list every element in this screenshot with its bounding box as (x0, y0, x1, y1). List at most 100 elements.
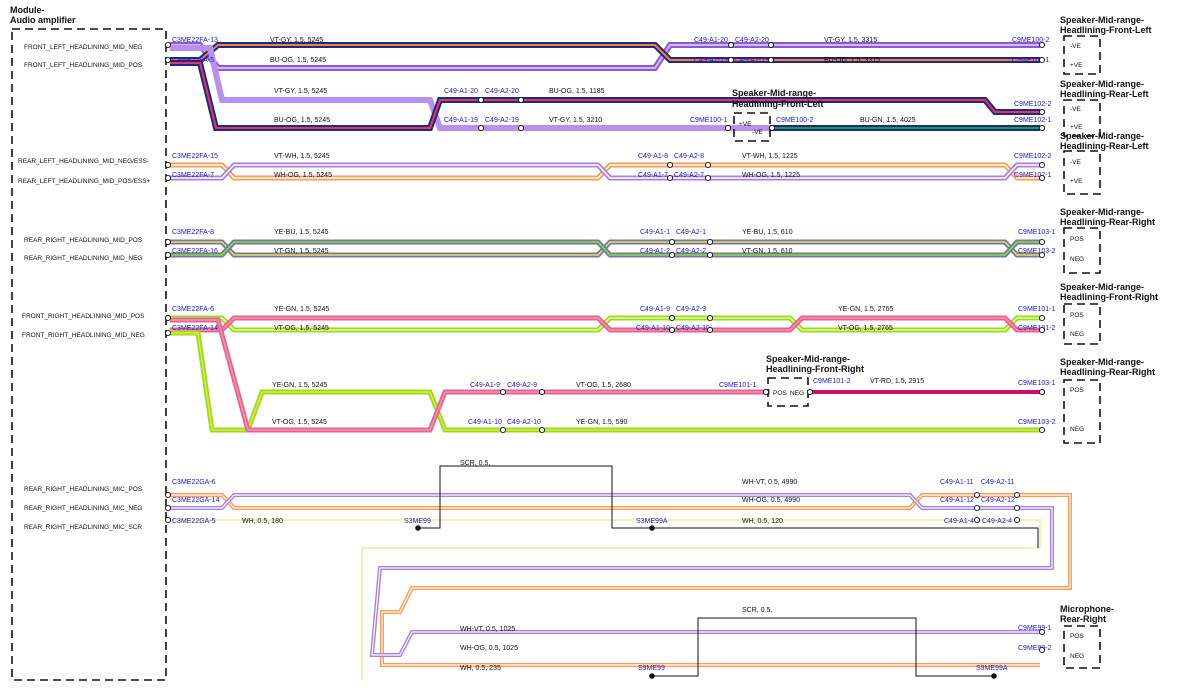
connector-label[interactable]: C49-A2-10 (676, 325, 710, 332)
connector-label[interactable]: C3ME22GA-14 (172, 497, 220, 504)
wire-vt-og-to-inline[interactable] (170, 317, 770, 433)
connector-label[interactable]: C49-A1-19 (444, 117, 478, 124)
connector-label[interactable]: C49-A1-19 (694, 57, 728, 64)
connector-label[interactable]: C49-A1-9 (470, 382, 500, 389)
device-pin: NEG (790, 390, 804, 397)
connector-label[interactable]: C49-A2-11 (981, 479, 1014, 486)
connector-label[interactable]: C49-A1-12 (940, 497, 974, 504)
connector-label[interactable]: C49-A2-20 (485, 88, 519, 95)
wire-label: VT-GN, 1.5, 610 (742, 248, 793, 255)
connector-label[interactable]: C3ME22FA-13 (172, 37, 218, 44)
wire-wh-vt-mic[interactable] (170, 493, 1072, 667)
connector-label[interactable]: C9ME101-2 (1018, 325, 1055, 332)
connector-label[interactable]: C49-A2-1 (676, 229, 706, 236)
connector-label[interactable]: C3ME22FA-14 (172, 325, 218, 332)
module-pin-label: REAR_RIGHT_HEADLINING_MID_POS (24, 237, 143, 244)
connector-label[interactable]: C9ME103-1 (1018, 380, 1055, 387)
device-title-line2: Headlining-Rear-Right (1060, 367, 1155, 377)
connector-label[interactable]: C3ME22FA-8 (172, 229, 214, 236)
connector-label[interactable]: C9ME103-2 (1018, 248, 1055, 255)
connector-label[interactable]: C49-A2-10 (507, 419, 541, 426)
connector-label[interactable]: C3ME22GA-5 (172, 518, 216, 525)
connector-label[interactable]: C9ME101-2 (813, 378, 850, 385)
device-title-line1: Speaker-Mid-range- (1060, 79, 1144, 89)
wire-label: SCR, 0.5, (460, 460, 490, 467)
connector-label[interactable]: C49-A2-4 (982, 518, 1012, 525)
connector-label[interactable]: C3ME22FA-15 (172, 153, 218, 160)
connector-label[interactable]: C3ME22FA-6 (172, 306, 214, 313)
module-pin-label: REAR_RIGHT_HEADLINING_MID_NEG (24, 255, 142, 262)
connector-label[interactable]: C49-A1-4 (944, 518, 974, 525)
connector-label[interactable]: C9ME100-2 (1012, 37, 1049, 44)
connector-label[interactable]: C9ME102-1 (1014, 172, 1051, 179)
connector-label[interactable]: C9ME102-1 (1014, 117, 1051, 124)
connector-label[interactable]: C49-A2-7 (674, 172, 704, 179)
connector-label[interactable]: C49-A1-10 (468, 419, 502, 426)
connector-label[interactable]: C9ME102-2 (1014, 101, 1051, 108)
connector-label[interactable]: C9ME99-2 (1018, 645, 1052, 652)
wire-scr-mic[interactable] (418, 465, 1039, 677)
wire-ye-gn-to-inline[interactable] (170, 330, 1040, 433)
wire-wh-og-mic[interactable] (170, 493, 1054, 657)
connector-label[interactable]: C49-A1-11 (940, 479, 973, 486)
wire-bu-og-to-rear-left[interactable] (170, 60, 1040, 131)
wire-label: WH-OG, 1.5, 5245 (274, 172, 332, 179)
device-front-left: Speaker-Mid-range- Headlining-Front-Left… (1060, 15, 1152, 75)
wire-label: WH-OG, 0.5, 1025 (460, 645, 518, 652)
device-title-line1: Speaker-Mid-range- (1060, 15, 1144, 25)
connector-labels: C3ME22FA-13 C3ME22FA-5 C49-A1-20 C49-A2-… (172, 37, 1055, 672)
connector-label[interactable]: C9ME99-1 (1018, 625, 1052, 632)
module-pin-label: REAR_RIGHT_HEADLINING_MIC_NEG (24, 505, 142, 512)
connector-label[interactable]: C3ME22FA-5 (172, 57, 214, 64)
connector-label[interactable]: C49-A1-8 (638, 153, 668, 160)
connector-label[interactable]: S9ME99A (976, 665, 1008, 672)
connector-label[interactable]: C9ME100-2 (776, 117, 813, 124)
connector-label[interactable]: C49-A2-19 (485, 117, 519, 124)
connector-label[interactable]: C49-A2-9 (676, 306, 706, 313)
wire-vt-gy-front-left-2[interactable] (170, 45, 1040, 131)
connector-label[interactable]: C49-A2-9 (507, 382, 537, 389)
connector-label[interactable]: C9ME102-2 (1014, 153, 1051, 160)
connector-label[interactable]: C49-A1-20 (444, 88, 478, 95)
connector-label[interactable]: C9ME100-1 (1012, 57, 1049, 64)
connector-label[interactable]: C49-A1-10 (636, 325, 670, 332)
connector-label[interactable]: C9ME101-1 (719, 382, 756, 389)
connector-label[interactable]: C49-A2-2 (676, 248, 706, 255)
device-pin: +VE (739, 121, 752, 128)
connector-label[interactable]: C49-A2-20 (735, 37, 769, 44)
wire-label: VT-GN, 1.5, 5245 (274, 248, 329, 255)
wire-vt-gn-rear-right[interactable] (170, 239, 1040, 258)
wire-label: WH-OG, 1.5, 1225 (742, 172, 800, 179)
connector-label[interactable]: C49-A1-1 (640, 229, 670, 236)
connector-label[interactable]: C3ME22FA-7 (172, 172, 214, 179)
wire-vt-og-front-right[interactable] (170, 315, 1040, 333)
wire-label: VT-GY, 1.5, 5245 (274, 88, 327, 95)
connector-label[interactable]: S9ME99 (638, 665, 665, 672)
wire-label: BU-OG, 1.5, 1185 (549, 88, 605, 95)
wire-label: VT-GY, 1.5, 3315 (824, 37, 877, 44)
connector-label[interactable]: C49-A1-20 (694, 37, 728, 44)
wire-wh-mic[interactable] (170, 519, 1041, 680)
wire-label: YE-GN, 1.5, 5245 (272, 382, 327, 389)
wire-wh-og-rear-left[interactable] (170, 162, 1040, 181)
connector-label[interactable]: C49-A1-9 (640, 306, 670, 313)
connector-label[interactable]: C3ME22GA-6 (172, 479, 216, 486)
wire-label: VT-GY, 1.5, 3210 (549, 117, 602, 124)
wires (170, 42, 1072, 680)
wire-label: BU-OG, 1.5, 5245 (274, 117, 330, 124)
connector-label[interactable]: C49-A2-19 (735, 57, 769, 64)
connector-label[interactable]: S3ME99A (636, 518, 668, 525)
connector-label[interactable]: C9ME103-2 (1018, 419, 1055, 426)
connector-label[interactable]: C3ME22FA-16 (172, 248, 218, 255)
connector-label[interactable]: C9ME100-1 (690, 117, 727, 124)
connector-label[interactable]: C49-A2-8 (674, 153, 704, 160)
wire-label: WH, 0.5, 180 (242, 518, 283, 525)
audio-amplifier-module: Module- Audio amplifier (10, 5, 167, 681)
connector-label[interactable]: C9ME101-1 (1018, 306, 1055, 313)
connector-label[interactable]: C49-A1-7 (638, 172, 668, 179)
connector-label[interactable]: C9ME103-1 (1018, 229, 1055, 236)
device-pin: NEG (1070, 331, 1084, 338)
connector-label[interactable]: C49-A1-2 (640, 248, 670, 255)
connector-label[interactable]: S3ME99 (404, 518, 431, 525)
connector-label[interactable]: C49-A2-12 (981, 497, 1015, 504)
